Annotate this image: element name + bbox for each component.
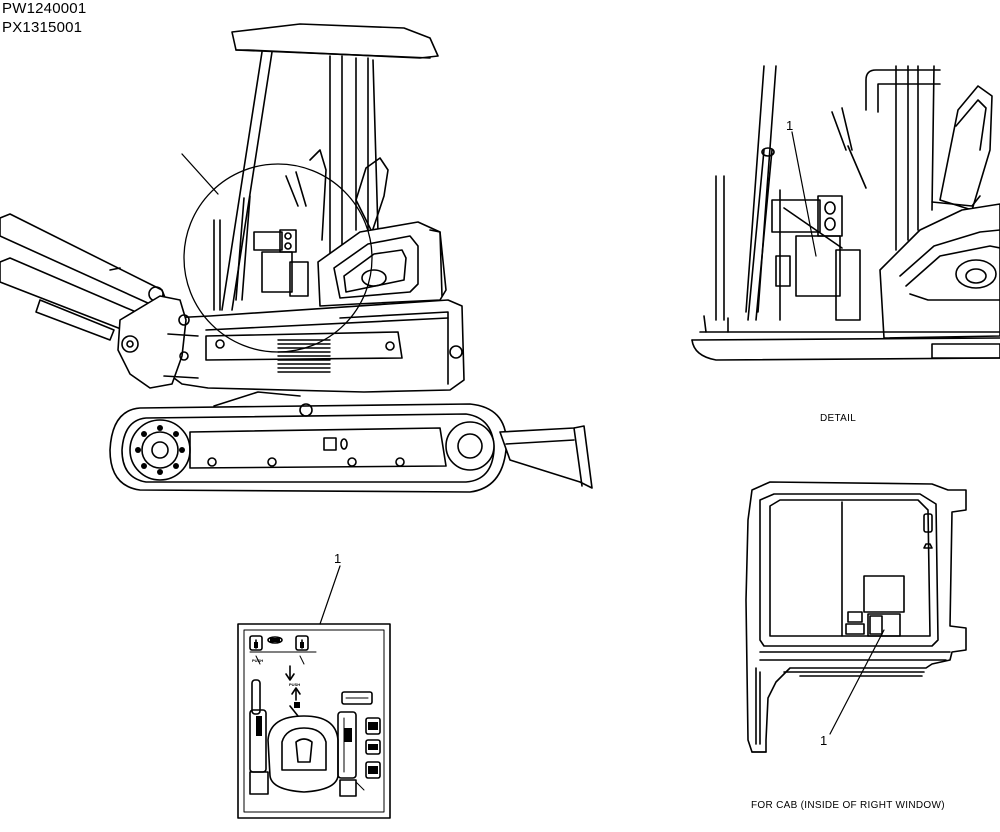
detail-caption: DETAIL — [820, 413, 857, 424]
decal-push-label-2: PUSH — [289, 682, 300, 687]
excavator-drawing — [0, 23, 593, 493]
cab-callout-1: 1 — [820, 733, 828, 748]
detail-callout-1: 1 — [786, 118, 794, 133]
decal-drawing — [237, 565, 391, 819]
part-code-2: PX1315001 — [2, 19, 83, 36]
cab-decal-location — [867, 613, 901, 637]
part-code-1: PW1240001 — [2, 0, 87, 17]
detail-drawing — [691, 65, 1000, 361]
decal-callout-1: 1 — [334, 551, 342, 566]
decal-fills — [254, 638, 378, 774]
cab-drawing — [745, 481, 967, 753]
detail-decal-location — [795, 235, 841, 297]
cab-caption: FOR CAB (INSIDE OF RIGHT WINDOW) — [751, 800, 945, 811]
decal-push-label-1: PUSH — [252, 658, 263, 663]
